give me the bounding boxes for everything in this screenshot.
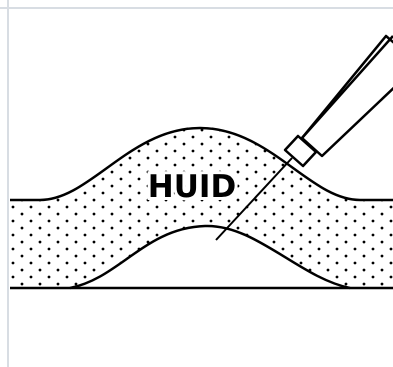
syringe-barrel [302, 36, 393, 156]
skin-label: HUID [148, 169, 236, 205]
